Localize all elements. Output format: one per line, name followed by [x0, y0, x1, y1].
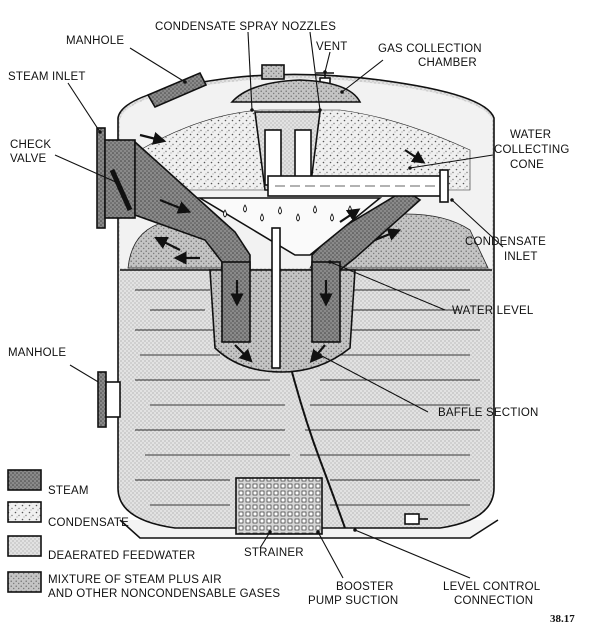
- label-manhole-top: MANHOLE: [66, 35, 124, 47]
- central-assembly: [197, 111, 449, 535]
- baffle-left-tube: [221, 261, 251, 343]
- label-water-cone-3: CONE: [510, 159, 544, 171]
- legend-swatch-feedwater: [7, 535, 42, 557]
- baffle-right-tube: [311, 261, 341, 343]
- label-level-2: CONNECTION: [454, 595, 533, 607]
- top-fittings: [146, 64, 362, 109]
- label-cond-inlet-2: INLET: [504, 251, 538, 263]
- legend-mixture-2: AND OTHER NONCONDENSABLE GASES: [48, 588, 280, 600]
- label-steam-inlet: STEAM INLET: [8, 71, 86, 83]
- level-control-fitting: [404, 513, 428, 525]
- label-gas-chamber-1: GAS COLLECTION: [378, 43, 482, 55]
- label-spray-nozzles: CONDENSATE SPRAY NOZZLES: [155, 21, 336, 33]
- feedwater-lines: [135, 289, 480, 506]
- flow-arrows: [139, 131, 426, 364]
- leader-lines: [54, 31, 504, 579]
- label-booster-1: BOOSTER: [336, 581, 394, 593]
- label-water-cone-1: WATER: [510, 129, 551, 141]
- figure-number: 38.17: [550, 613, 575, 625]
- legend-condensate: CONDENSATE: [48, 517, 129, 529]
- label-cond-inlet-1: CONDENSATE: [465, 236, 546, 248]
- legend-steam: STEAM: [48, 485, 89, 497]
- label-gas-chamber-2: CHAMBER: [418, 57, 477, 69]
- center-rod: [271, 227, 281, 369]
- level-control-tube: [291, 371, 346, 529]
- gas-collection-chamber: [230, 79, 362, 103]
- top-nozzle: [261, 64, 285, 80]
- label-strainer: STRAINER: [244, 547, 304, 559]
- side-manhole: [97, 371, 121, 428]
- label-baffle: BAFFLE SECTION: [438, 407, 539, 419]
- legend-feedwater: DEAERATED FEEDWATER: [48, 550, 195, 562]
- label-booster-2: PUMP SUCTION: [308, 595, 398, 607]
- strainer-icon: [235, 477, 323, 535]
- legend-swatch-steam: [7, 469, 42, 491]
- condensate-inlet-flange: [439, 169, 449, 203]
- legend-swatch-mixture: [7, 571, 42, 593]
- label-manhole-side: MANHOLE: [8, 347, 66, 359]
- label-check-valve-1: CHECK: [10, 139, 51, 151]
- label-level-1: LEVEL CONTROL: [443, 581, 541, 593]
- legend-mixture-1: MIXTURE OF STEAM PLUS AIR: [48, 574, 222, 586]
- label-check-valve-2: VALVE: [10, 153, 46, 165]
- label-water-level: WATER LEVEL: [452, 305, 534, 317]
- labels: MANHOLE CONDENSATE SPRAY NOZZLES VENT GA…: [8, 21, 570, 607]
- label-water-cone-2: COLLECTING: [494, 144, 570, 156]
- label-vent: VENT: [316, 41, 347, 53]
- steam-inlet-flange: [96, 127, 106, 229]
- legend-swatch-condensate: [7, 501, 42, 523]
- legend: STEAM CONDENSATE DEAERATED FEEDWATER MIX…: [7, 469, 280, 600]
- check-valve-icon: [109, 168, 133, 212]
